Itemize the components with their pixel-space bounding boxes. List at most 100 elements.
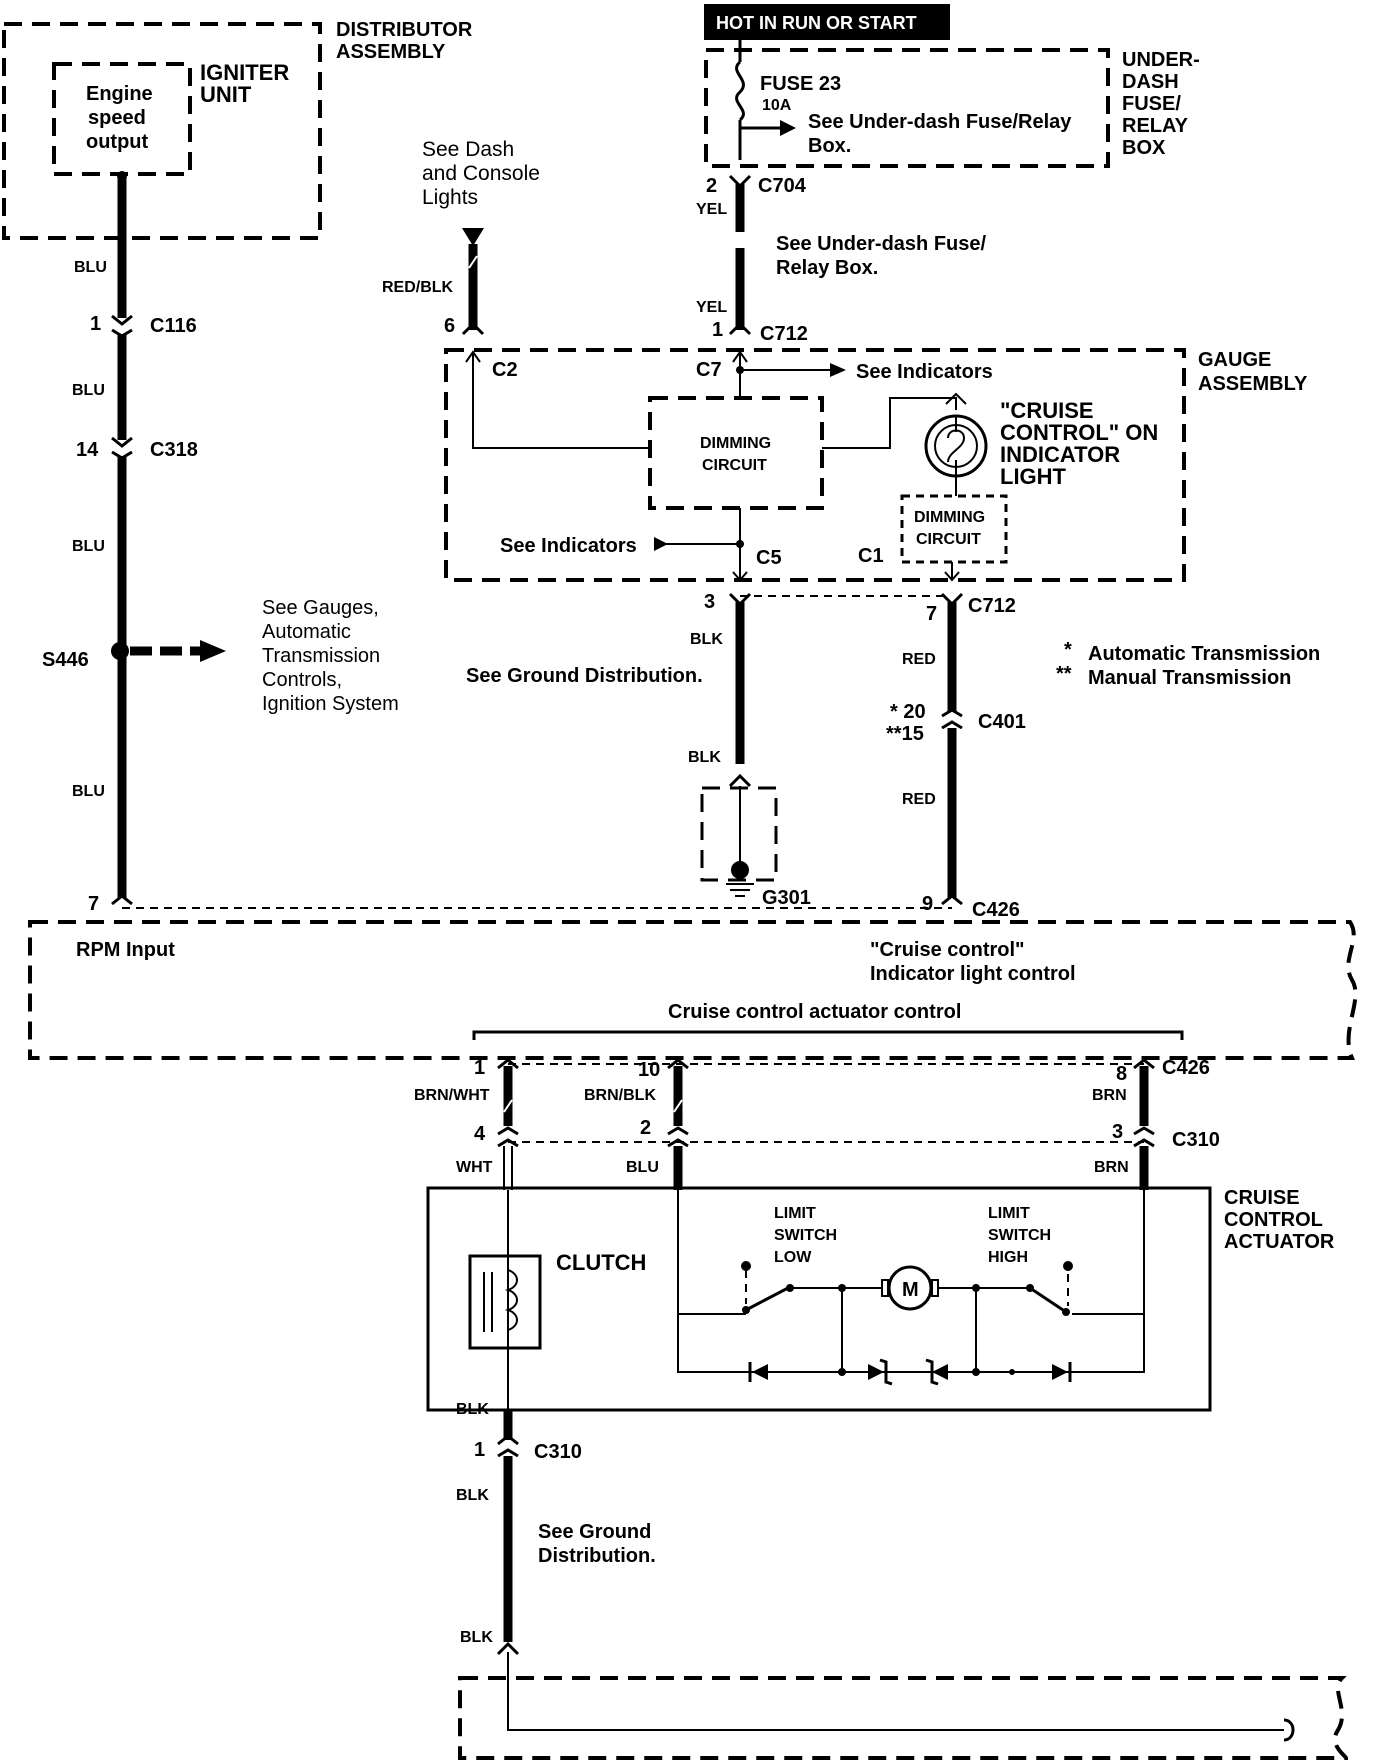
wire-color-blk-1: BLK xyxy=(690,631,723,648)
c426-pin-9: 9 xyxy=(922,893,933,915)
c2-label: C2 xyxy=(492,359,518,381)
wire-color-blu-2: BLU xyxy=(72,382,105,399)
fuse-rating: 10A xyxy=(762,97,792,114)
distributor-assembly: DISTRIBUTOR ASSEMBLY IGNITER UNIT Engine… xyxy=(2,19,473,240)
c426-pin-8: 8 xyxy=(1116,1063,1127,1085)
gauge-assembly-label-1: GAUGE xyxy=(1198,349,1271,371)
c426-top-label: C426 xyxy=(972,899,1020,921)
clutch-label: CLUTCH xyxy=(556,1250,646,1275)
see-gauges-ref-3: Transmission xyxy=(262,645,380,667)
underdash-ref-2: Relay Box. xyxy=(776,257,878,279)
igniter-unit-label-2: UNIT xyxy=(200,82,252,107)
see-gauges-ref-4: Controls, xyxy=(262,669,342,691)
rpm-pin: 7 xyxy=(88,893,99,915)
distributor-assembly-label-1: DISTRIBUTOR xyxy=(336,19,473,41)
arrow-right-icon xyxy=(780,120,796,136)
actuator-label-3: ACTUATOR xyxy=(1224,1231,1335,1253)
blk-ground-wire: 3 BLK See Ground Distribution. BLK G301 xyxy=(466,591,950,909)
wire-color-yel-2: YEL xyxy=(696,299,727,316)
fuse-number: FUSE 23 xyxy=(760,73,841,95)
c116-label: C116 xyxy=(150,315,197,337)
limit-switch-low-label-3: LOW xyxy=(774,1249,812,1266)
fuse-box-label-4: RELAY xyxy=(1122,115,1189,137)
wire-color-blk-5: BLK xyxy=(460,1629,493,1646)
limit-switch-low-label-2: SWITCH xyxy=(774,1227,837,1244)
indicator-light-label-1: "CRUISE xyxy=(1000,398,1094,423)
zener-diode-icon xyxy=(932,1364,948,1380)
wire-color-brn-blk: BRN/BLK xyxy=(584,1087,656,1104)
ground-symbol-icon xyxy=(726,883,754,897)
zener-diode-icon xyxy=(868,1364,884,1380)
c318-label: C318 xyxy=(150,439,198,461)
c401-pin-at: * 20 xyxy=(890,701,926,723)
c116-pin: 1 xyxy=(90,313,101,335)
wire-color-yel-1: YEL xyxy=(696,201,727,218)
fuse-see-ref-1: See Under-dash Fuse/Relay xyxy=(808,111,1072,133)
dash-lights-ref-2: and Console xyxy=(422,162,540,185)
c310-pin-3: 3 xyxy=(1112,1121,1123,1143)
indicator-light-label-4: LIGHT xyxy=(1000,464,1067,489)
s446-splice-icon xyxy=(111,642,129,660)
engine-speed-output-label-2: speed xyxy=(88,107,146,129)
rpm-signal-wire: BLU 1 C116 BLU 14 C318 BLU S446 BLU 7 Se… xyxy=(42,178,399,915)
diode-icon xyxy=(752,1364,768,1380)
see-ground-ref: See Ground Distribution. xyxy=(466,665,703,687)
see-ground-ref-2-line-2: Distribution. xyxy=(538,1545,656,1567)
see-indicators-ref-1: See Indicators xyxy=(856,361,993,383)
c310-top-label: C310 xyxy=(1172,1129,1220,1151)
c704-pin: 2 xyxy=(706,175,717,197)
c7-label: C7 xyxy=(696,359,722,381)
red-indicator-wire: 7 C712 RED * 20 **15 C401 RED 9 C426 xyxy=(886,592,1026,921)
c401-label: C401 xyxy=(978,711,1026,733)
fuse-box-label-1: UNDER- xyxy=(1122,49,1200,71)
yel-power-wire: 2 C704 YEL See Under-dash Fuse/ Relay Bo… xyxy=(696,174,987,345)
small-dimming-circuit-label-1: DIMMING xyxy=(914,509,985,526)
limit-switch-high-label-2: SWITCH xyxy=(988,1227,1051,1244)
wire-color-red-blk: RED/BLK xyxy=(382,279,454,296)
c704-label: C704 xyxy=(758,175,807,197)
c712-top-label: C712 xyxy=(760,323,808,345)
limit-switch-high-label-1: LIMIT xyxy=(988,1205,1030,1222)
see-ground-ref-2-line-1: See Ground xyxy=(538,1521,651,1543)
fuse-icon xyxy=(735,60,745,122)
s446-label: S446 xyxy=(42,649,89,671)
dash-lights-ref-1: See Dash xyxy=(422,138,514,161)
c310-pin-1: 1 xyxy=(474,1439,485,1461)
cruise-control-actuator: CRUISE CONTROL ACTUATOR CLUTCH LIMIT SWI… xyxy=(426,1186,1335,1412)
wire-color-brn-1: BRN xyxy=(1092,1087,1127,1104)
indicator-light-label-3: INDICATOR xyxy=(1000,442,1120,467)
actuator-label-2: CONTROL xyxy=(1224,1209,1323,1231)
engine-speed-output-label-1: Engine xyxy=(86,83,153,105)
see-gauges-ref-1: See Gauges, xyxy=(262,597,379,619)
wire-color-blu-1: BLU xyxy=(74,259,107,276)
indicator-light-label-2: CONTROL" ON xyxy=(1000,420,1158,445)
wire-color-blu-4: BLU xyxy=(72,783,105,800)
arrow-right-icon xyxy=(830,363,846,377)
under-dash-fuse-relay-box: HOT IN RUN OR START FUSE 23 10A See Unde… xyxy=(704,4,1200,168)
transmission-legend: * Automatic Transmission ** Manual Trans… xyxy=(1056,639,1320,689)
red-blk-pin: 6 xyxy=(444,315,455,337)
clutch-coil-icon xyxy=(468,1254,542,1350)
diode-icon xyxy=(1052,1364,1068,1380)
c712-top-pin: 1 xyxy=(712,319,723,341)
arrow-down-icon xyxy=(462,228,484,246)
actuator-control-label: Cruise control actuator control xyxy=(668,1001,961,1023)
actuator-ground-wire: BLK 1 C310 BLK See Ground Distribution. … xyxy=(456,1401,1349,1760)
c5-label: C5 xyxy=(756,547,782,569)
wire-color-wht: WHT xyxy=(456,1159,493,1176)
legend-at-mark: * xyxy=(1064,639,1072,661)
wire-color-red-1: RED xyxy=(902,651,936,668)
c318-pin: 14 xyxy=(76,439,99,461)
wire-color-blu-3: BLU xyxy=(72,538,105,555)
limit-switch-high-icon xyxy=(1029,1286,1067,1314)
c712-pin-3: 3 xyxy=(704,591,715,613)
dimming-circuit-label-1: DIMMING xyxy=(700,435,771,452)
engine-speed-output-label-3: output xyxy=(86,131,149,153)
c401-pin-mt: **15 xyxy=(886,723,924,745)
red-blk-dimming-wire: See Dash and Console Lights RED/BLK 6 xyxy=(382,138,540,337)
legend-mt-text: Manual Transmission xyxy=(1088,667,1291,689)
c1-label: C1 xyxy=(858,545,884,567)
motor-label: M xyxy=(902,1279,919,1301)
limit-switch-low-label-1: LIMIT xyxy=(774,1205,816,1222)
